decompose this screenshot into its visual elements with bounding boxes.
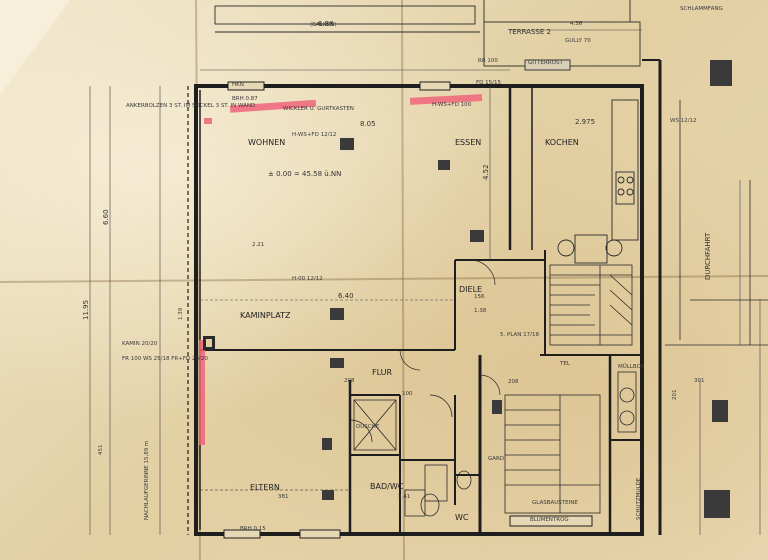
label-gully: GULLY 70 xyxy=(565,38,591,44)
dim-2975: 2.975 xyxy=(575,118,595,126)
room-label-eltern: ELTERN xyxy=(250,483,280,492)
room-label-diele: DIELE xyxy=(459,285,482,294)
interior-walls xyxy=(200,86,642,534)
anno-h0012: H-00 12/12 xyxy=(292,276,323,282)
dim-208b: 208 xyxy=(508,379,519,385)
label-blumentrog: BLUMENTROG xyxy=(530,517,569,523)
label-wickler: WICKLER U. GURTKASTEN xyxy=(283,106,354,112)
staircase xyxy=(504,264,633,514)
label-kamin: KAMIN 20/20 xyxy=(122,341,158,347)
label-glasbausteine: GLASBAUSTEINE xyxy=(532,500,578,506)
dim-1195: 11.95 xyxy=(82,300,90,320)
room-label-bad-wc: BAD/WC xyxy=(370,482,404,491)
anno-ws1212: WS 12/12 xyxy=(670,118,697,124)
room-label-kaminplatz: KAMINPLATZ xyxy=(240,311,291,320)
room-label-garderobe: GARD. xyxy=(488,456,506,462)
anno-brh015: BRH 0.15 xyxy=(240,526,266,532)
label-gitterrost: GITTERROST xyxy=(528,60,563,66)
room-label-dusche: DUSCHE xyxy=(356,424,380,430)
dim-640: 6.40 xyxy=(338,292,354,300)
room-label-muellbox: MÜLLBOX xyxy=(618,363,645,370)
room-label-kochen: KOCHEN xyxy=(545,138,579,147)
dim-208a: 208 xyxy=(344,378,355,384)
dim-436: 4.36 xyxy=(570,21,583,27)
anno-rr100: RR 100 xyxy=(478,58,498,64)
bathroom-fixtures xyxy=(353,371,637,517)
right-exterior xyxy=(665,100,768,346)
label-balkon: (BALKON) xyxy=(310,22,337,28)
dim-138: 1.38 xyxy=(474,308,487,314)
dim-301: 301 xyxy=(694,378,705,384)
structural-marks xyxy=(322,60,732,518)
label-terrasse: TERRASSE 2 xyxy=(507,28,551,36)
anno-fd1515: FD 15/15 xyxy=(476,80,501,86)
anno-kamin-fd: FR 100 WS 25/18 FR+FD 20/20 xyxy=(122,356,208,362)
dim-451: 451 xyxy=(98,445,104,456)
label-nachlaufgerinne: NACHLAUFGERINNE 15,89 m xyxy=(144,441,150,520)
label-schutzmulde: SCHUTZMULDE xyxy=(636,477,642,520)
room-label-flur: FLUR xyxy=(372,368,393,377)
label-plan: 5. PLAN 17/18 xyxy=(500,332,539,338)
windows xyxy=(223,81,593,539)
dim-688: 6.88 xyxy=(318,20,334,28)
room-label-wc: WC xyxy=(455,513,469,522)
kitchen-counters xyxy=(557,99,639,264)
dim-100: 100 xyxy=(402,391,413,397)
anno-hws: H-WS+FD 12/12 xyxy=(292,132,336,138)
door-swings xyxy=(349,259,501,443)
label-ankerbolzen: ANKERBOLZEN 3 ST. IM SOCKEL 3 ST. IN WAN… xyxy=(126,103,255,109)
dim-241: 2.41 xyxy=(398,494,410,500)
dim-805: 8.05 xyxy=(360,120,376,128)
chimney xyxy=(203,336,215,350)
room-label-wohnen: WOHNEN xyxy=(248,138,285,147)
anno-hws2: H-WS+FD 100 xyxy=(432,102,472,108)
red-highlights xyxy=(199,94,483,445)
dim-201: 201 xyxy=(672,390,678,401)
anno-brh087: BRH 0.87 xyxy=(232,96,258,102)
dim-381: 381 xyxy=(278,494,289,500)
anno-hkn: HKN xyxy=(232,82,244,88)
label-schlammfang: SCHLAMMFANG xyxy=(680,6,723,12)
dim-139: 1.39 xyxy=(178,307,184,320)
dim-660: 6.60 xyxy=(102,209,110,225)
dimension-lines xyxy=(89,29,761,535)
paper-corner xyxy=(0,0,70,95)
exterior-walls xyxy=(187,59,662,536)
balcony-terrace xyxy=(214,0,641,71)
label-niveau: ± 0.00 = 45.58 ü.NN xyxy=(268,170,341,178)
anno-tel: TEL xyxy=(559,361,571,367)
dim-156: 156 xyxy=(474,294,485,300)
dim-452: 4.52 xyxy=(482,164,490,180)
dim-221: 2.21 xyxy=(252,242,264,248)
label-durchfahrt: DURCHFAHRT xyxy=(704,232,712,280)
room-label-essen: ESSEN xyxy=(455,138,481,147)
